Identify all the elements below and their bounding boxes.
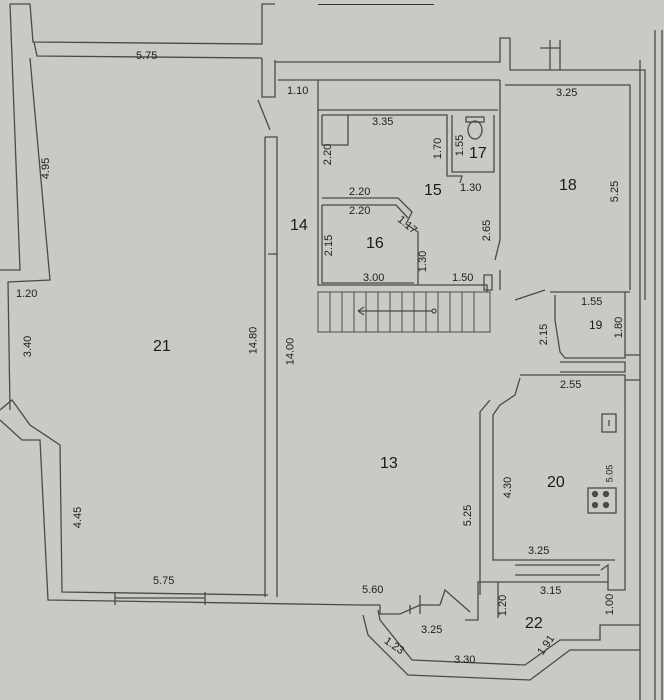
stairs [317,291,491,333]
dim-label: 3.15 [540,585,562,597]
dim-label: 5.75 [153,575,175,587]
dim-label: 2.20 [322,143,335,166]
dim-label: 1.00 [604,593,617,616]
dim-label: 5.25 [609,180,622,203]
dim-label: 2.20 [349,186,371,198]
dim-label: 3.30 [454,654,476,666]
sink-icon [601,413,617,433]
room-16-label: 16 [366,235,384,252]
dim-label: 2.55 [560,379,582,391]
room-17-label: 17 [469,145,487,162]
dim-label: 5.25 [462,504,475,527]
room-15-label: 15 [424,182,442,199]
dim-label: 3.00 [363,272,385,284]
dim-label: 5.60 [362,584,384,596]
dim-label: 3.25 [421,624,443,636]
stove-icon [587,487,617,514]
room-20-label: 20 [547,474,565,491]
dim-label: 1.50 [452,272,474,284]
dim-label: 3.25 [556,87,578,99]
room-19-label: 19 [589,318,603,332]
dim-label: 1.10 [287,85,309,97]
dim-label: 1.55 [581,296,603,308]
rooms-14-17-walls [275,37,510,292]
room-22-label: 22 [525,615,543,632]
dim-label: 4.30 [502,476,515,499]
room-21-label: 21 [153,338,171,355]
room-14-label: 14 [290,217,308,234]
dim-label: 14.80 [247,326,260,355]
dim-label: 1.55 [454,134,467,157]
dim-label: 3.35 [372,116,394,128]
room-21-walls [0,3,361,606]
room-18-walls [505,30,663,700]
dim-label: 5.75 [136,50,158,62]
room-22-walls [360,563,640,681]
dim-label: 1.20 [497,594,510,617]
toilet-icon [465,116,485,140]
dim-label: 1.80 [613,316,626,339]
dim-label: 4.95 [40,157,53,180]
stairs-arrow-icon [357,306,437,316]
dim-label: 2.65 [481,219,494,242]
plan-title [318,0,434,5]
dim-label: 1.70 [432,137,445,160]
dim-label: 5.05 [604,464,615,483]
dim-label: 2.20 [349,205,371,217]
dim-label: 1.30 [460,182,482,194]
dim-label: 2.15 [323,234,336,257]
dim-label: 14.00 [284,337,297,366]
room-13-label: 13 [380,455,398,472]
dim-label: 3.25 [528,545,550,557]
room-20-walls [479,374,626,595]
room-18-label: 18 [559,177,577,194]
room-19-walls [514,289,640,381]
dim-label: 2.15 [538,323,551,346]
dim-label: 1.30 [417,250,430,273]
dim-label: 1.20 [16,288,38,300]
dim-label: 4.45 [72,506,85,529]
dim-label: 3.40 [22,335,35,358]
